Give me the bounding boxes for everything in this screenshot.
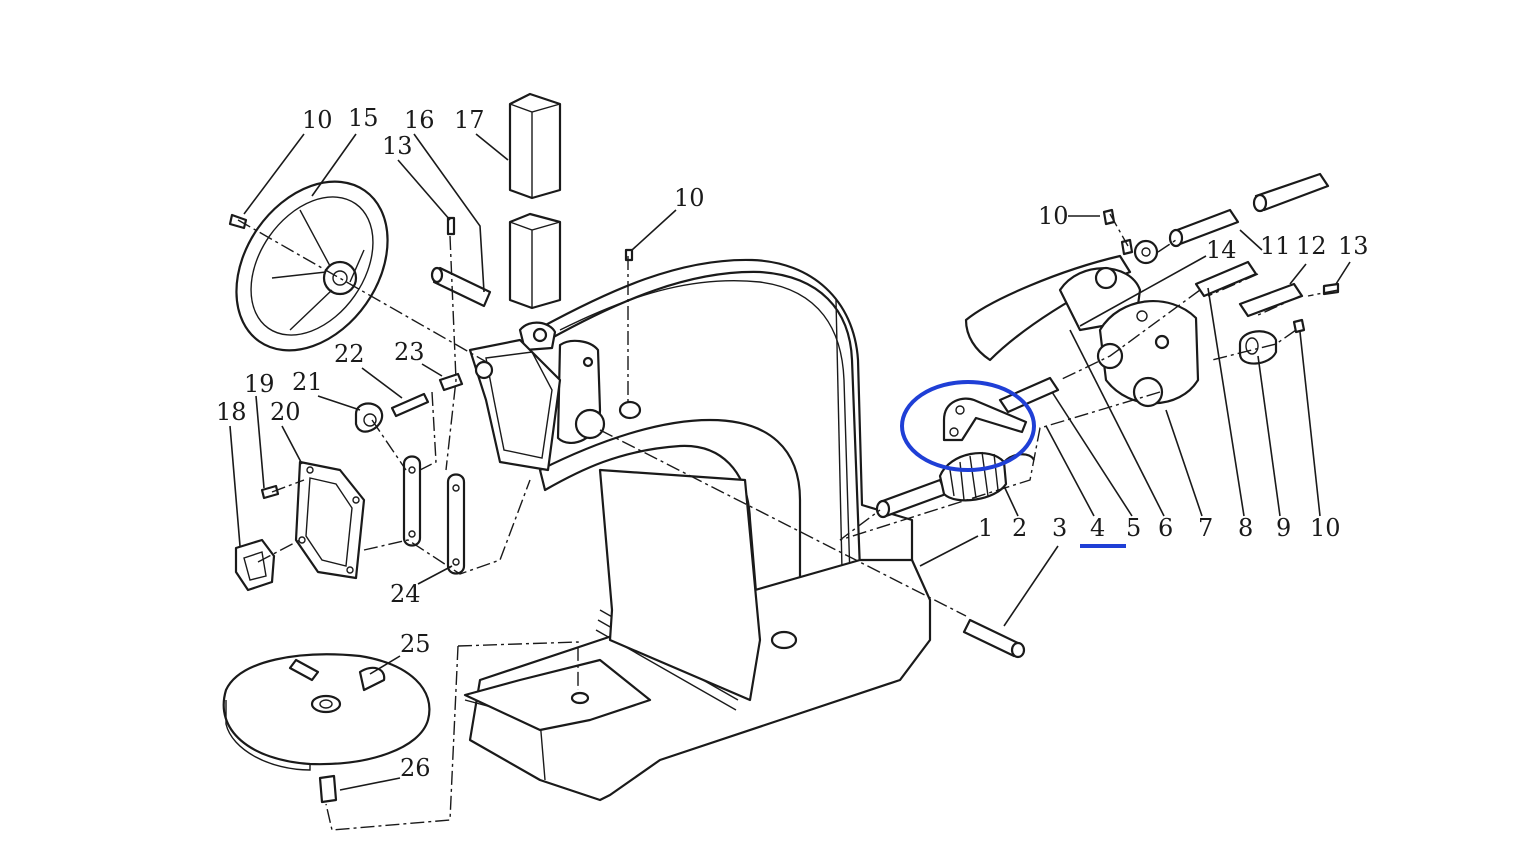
- callout-labels: 10 15 16 17 13 10 22 23 19 21 18 20 24 2…: [216, 104, 1369, 782]
- callout-label: 14: [1206, 236, 1237, 264]
- head-bracket: [518, 321, 642, 444]
- callout-label: 23: [394, 338, 425, 366]
- callout-label: 8: [1238, 514, 1253, 542]
- callout-label: 2: [1012, 514, 1027, 542]
- callout-label: 17: [454, 106, 485, 134]
- callout-label-highlighted: 4: [1090, 514, 1105, 542]
- callout-label: 24: [390, 580, 421, 608]
- press-frame: [463, 258, 932, 802]
- gear-housing: [468, 338, 562, 472]
- left-small-parts: [228, 213, 634, 592]
- callout-label: 11: [1260, 232, 1291, 260]
- callout-label: 10: [302, 106, 333, 134]
- callout-label: 10: [1310, 514, 1341, 542]
- callout-label: 26: [400, 754, 431, 782]
- callout-label: 16: [404, 106, 435, 134]
- callout-label: 15: [348, 104, 379, 132]
- callout-label: 22: [334, 340, 365, 368]
- center-lines: [237, 213, 1339, 831]
- callout-label: 25: [400, 630, 431, 658]
- callout-label: 10: [674, 184, 705, 212]
- callout-label: 9: [1276, 514, 1291, 542]
- highlight-ellipse: [900, 380, 1036, 472]
- callout-label: 3: [1052, 514, 1067, 542]
- callout-label: 19: [244, 370, 275, 398]
- handle-pin: [430, 266, 492, 308]
- callout-label: 10: [1038, 202, 1069, 230]
- callout-label: 21: [292, 368, 323, 396]
- turret-plate: [222, 653, 431, 804]
- callout-label: 13: [382, 132, 413, 160]
- callout-label: 6: [1158, 514, 1173, 542]
- rack-blocks: [508, 92, 562, 310]
- handwheel: [235, 180, 389, 352]
- callout-label: 1: [978, 514, 993, 542]
- callout-label: 13: [1338, 232, 1369, 260]
- callout-label: 12: [1296, 232, 1327, 260]
- callout-label: 20: [270, 398, 301, 426]
- callout-label: 5: [1126, 514, 1141, 542]
- callout-label: 18: [216, 398, 247, 426]
- leader-lines: [229, 133, 1351, 791]
- callout-label: 7: [1198, 514, 1213, 542]
